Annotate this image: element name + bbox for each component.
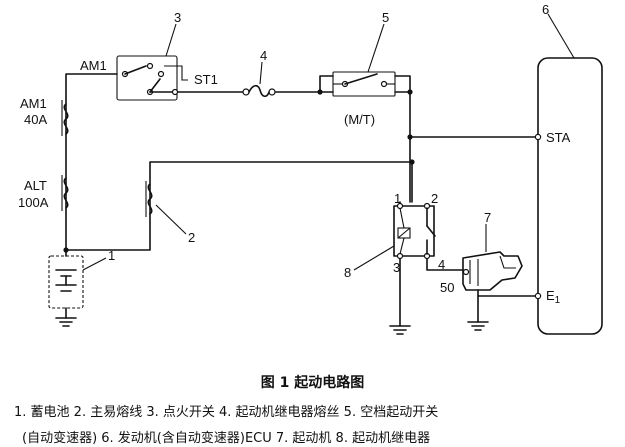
leader-lines: [82, 13, 575, 271]
legend-line-2: (自动变速器) 6. 发动机(含自动变速器)ECU 7. 起动机 8. 起动机继…: [22, 431, 431, 446]
starter-motor: [462, 251, 523, 291]
am1-fuse-rating: 40A: [24, 112, 47, 127]
starter-relay: [393, 202, 436, 260]
battery-ground-symbol: [55, 317, 77, 327]
am1-fuse: [61, 100, 69, 136]
mt-label: (M/T): [344, 112, 375, 127]
am1-fuse-label: AM1: [20, 96, 47, 111]
alt-fuse: [61, 175, 69, 211]
callout-4: 4: [260, 48, 267, 63]
engine-ecu: [537, 57, 603, 335]
terminal-50-label: 50: [440, 280, 454, 295]
callout-6: 6: [542, 2, 549, 17]
am1-label: AM1: [80, 58, 107, 73]
alt-fuse-label: ALT: [24, 178, 47, 193]
wiring: [65, 73, 539, 327]
callout-3: 3: [174, 10, 181, 25]
neutral-start-switch: [332, 71, 396, 97]
alt-fuse-rating: 100A: [18, 195, 49, 210]
figure-caption: 图 1 起动电路图: [260, 375, 365, 391]
battery: [48, 255, 84, 309]
callout-2: 2: [188, 230, 195, 245]
junction-dots: [63, 89, 542, 300]
e1-terminal-label: E1: [546, 288, 561, 306]
callout-1: 1: [108, 248, 115, 263]
relay-pin-3: 3: [393, 260, 400, 275]
relay-pin-4: 4: [438, 257, 445, 272]
callout-5: 5: [382, 10, 389, 25]
sta-terminal-label: STA: [546, 130, 571, 145]
starter-relay-fuse: [242, 84, 276, 98]
ignition-switch: [116, 55, 188, 101]
relay-ground-symbol: [389, 325, 411, 335]
callout-8: 8: [344, 265, 351, 280]
legend-line-1: 1. 蓄电池 2. 主易熔线 3. 点火开关 4. 起动机继电器熔丝 5. 空档…: [14, 405, 439, 420]
relay-pin-2: 2: [431, 191, 438, 206]
callout-7: 7: [484, 210, 491, 225]
fusible-link: [145, 181, 153, 217]
relay-pin-1: 1: [394, 191, 401, 206]
starter-ground-symbol: [467, 321, 489, 331]
st1-label: ST1: [194, 72, 218, 87]
